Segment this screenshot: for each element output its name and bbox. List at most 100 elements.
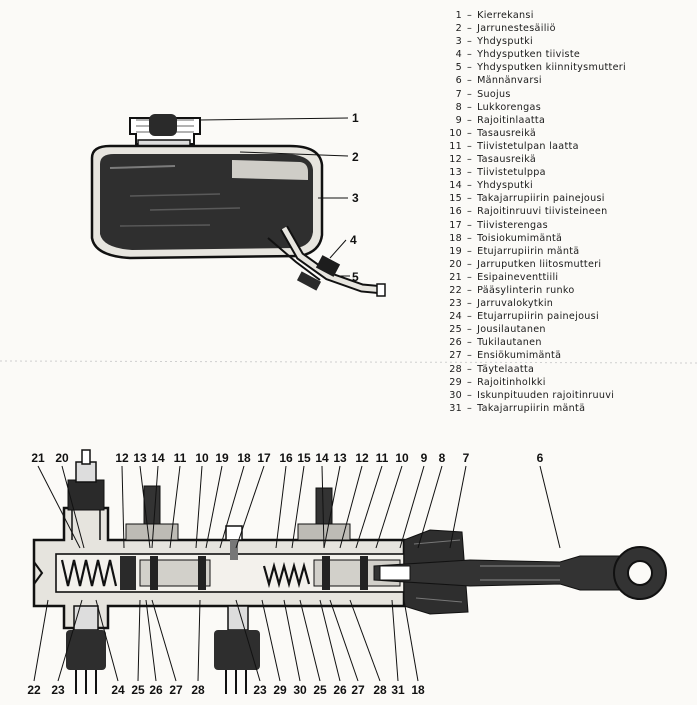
legend-item: 8–Lukkorengas [438, 101, 626, 114]
legend-text: Iskunpituuden rajoitinruuvi [477, 389, 615, 401]
legend-item: 9–Rajoitinlaatta [438, 114, 626, 127]
legend-text: Lukkorengas [477, 101, 541, 113]
legend-item: 20–Jarruputken liitosmutteri [438, 258, 626, 271]
legend-item: 18–Toisiokumimäntä [438, 232, 626, 245]
legend-dash: – [467, 140, 473, 152]
legend-dash: – [467, 284, 473, 296]
legend-dash: – [467, 101, 473, 113]
legend-number: 8 [455, 101, 462, 113]
legend-text: Rajoitinholkki [477, 376, 546, 388]
legend-text: Kierrekansi [477, 10, 534, 21]
callout-label: 12 [115, 451, 129, 465]
legend-dash: – [467, 206, 473, 218]
legend-item: 28–Täytelaatta [438, 363, 626, 376]
legend-dash: – [467, 10, 473, 21]
legend-text: Etujarrupiirin painejousi [477, 311, 599, 323]
callout-label: 23 [253, 683, 267, 697]
legend-number: 14 [449, 180, 462, 192]
legend-text: Tiivistetulppa [477, 167, 546, 179]
reservoir-label: 2 [352, 150, 359, 164]
callout-leader [61, 465, 85, 549]
legend-dash: – [467, 298, 473, 310]
legend-dash: – [467, 154, 473, 166]
callout-label: 10 [395, 451, 409, 465]
legend-number: 26 [449, 337, 462, 349]
callout-leader [169, 465, 181, 549]
legend-number: 10 [449, 127, 462, 139]
legend-item: 22–Pääsylinterin runko [438, 284, 626, 297]
legend-number: 13 [449, 167, 462, 179]
legend-text: Jousilautanen [477, 324, 546, 336]
legend-dash: – [467, 167, 473, 179]
callout-label: 14 [151, 451, 165, 465]
callout-label: 18 [411, 683, 425, 697]
callout-label: 8 [439, 451, 446, 465]
legend-item: 21–Esipaineventtiili [438, 271, 626, 284]
callout-leader [403, 599, 419, 682]
callout-leader [235, 465, 265, 549]
callout-leader [391, 599, 399, 682]
legend-text: Yhdysputki [477, 180, 533, 192]
legend-dash: – [467, 88, 473, 100]
legend-item: 26–Tukilautanen [438, 336, 626, 349]
legend-text: Jarrunestesäiliö [477, 23, 556, 35]
legend-number: 25 [449, 324, 462, 336]
legend-item: 7–Suojus [438, 88, 626, 101]
legend-item: 19–Etujarrupiirin mäntä [438, 245, 626, 258]
callout-leader [139, 465, 151, 549]
legend-dash: – [467, 49, 473, 61]
legend-dash: – [467, 23, 473, 35]
legend-number: 23 [449, 298, 462, 310]
legend-dash: – [467, 376, 473, 388]
callout-label: 29 [273, 683, 287, 697]
callout-leader [399, 465, 425, 549]
callout-label: 28 [373, 683, 387, 697]
callout-leader [339, 465, 363, 549]
callout-label: 13 [333, 451, 347, 465]
legend-text: Pääsylinterin runko [477, 284, 575, 296]
legend-dash: – [467, 389, 473, 401]
callout-leader [321, 465, 325, 549]
callout-leader [197, 599, 201, 682]
callout-label: 27 [351, 683, 365, 697]
legend-number: 15 [449, 193, 462, 205]
reservoir-label: 4 [350, 233, 357, 247]
legend-number: 11 [449, 140, 462, 152]
legend-dash: – [467, 363, 473, 375]
callout-label: 7 [463, 451, 470, 465]
legend-dash: – [467, 180, 473, 192]
callout-label: 15 [297, 451, 311, 465]
legend-text: Täytelaatta [477, 363, 535, 375]
callout-label: 22 [27, 683, 41, 697]
scan-crease-line [0, 360, 697, 364]
master-cylinder-drawing [32, 449, 667, 694]
legend-number: 19 [449, 245, 462, 257]
callout-leader [37, 465, 81, 549]
legend-item: 30–Iskunpituuden rajoitinruuvi [438, 389, 626, 402]
callout-leader [299, 599, 321, 682]
legend-item: 31–Takajarrupiirin mäntä [438, 402, 626, 415]
legend-number: 16 [449, 206, 462, 218]
legend-dash: – [467, 114, 473, 126]
legend-number: 6 [455, 75, 462, 87]
callout-label: 18 [237, 451, 251, 465]
legend-text: Toisiokumimäntä [477, 232, 563, 244]
legend-text: Takajarrupiirin mäntä [477, 402, 586, 414]
legend-number: 9 [455, 114, 462, 126]
callout-leader [145, 599, 157, 682]
callout-leader [33, 599, 49, 682]
callout-leader [151, 465, 159, 549]
legend-item: 17–Tiivisterengas [438, 219, 626, 232]
callout-leader [151, 599, 177, 682]
callout-leader [417, 465, 443, 549]
callout-label: 26 [149, 683, 163, 697]
callout-leader [291, 465, 305, 549]
legend-dash: – [467, 127, 473, 139]
callout-label: 9 [421, 451, 428, 465]
legend-item: 25–Jousilautanen [438, 323, 626, 336]
legend-item: 3–Yhdysputki [438, 35, 626, 48]
legend-number: 29 [449, 376, 462, 388]
legend-text: Takajarrupiirin painejousi [477, 193, 605, 205]
